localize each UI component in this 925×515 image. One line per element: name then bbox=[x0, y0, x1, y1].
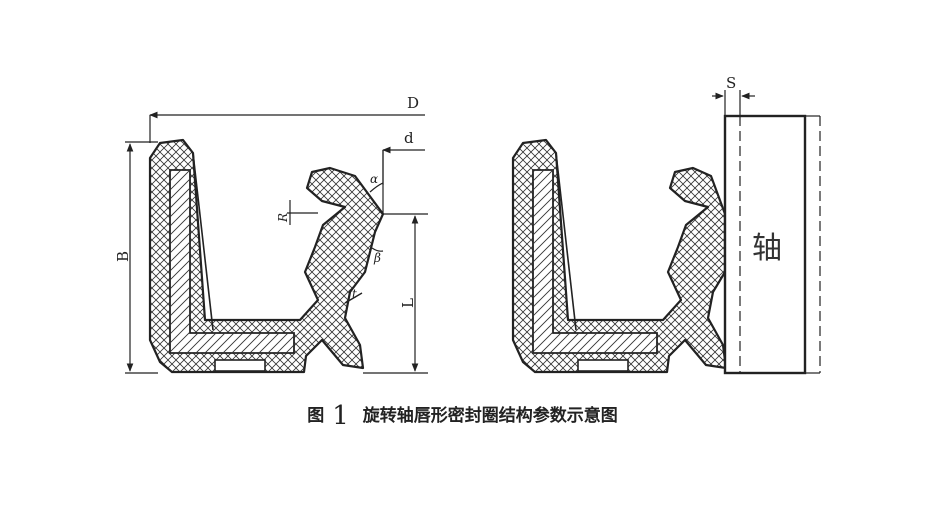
label-alpha: α bbox=[370, 172, 378, 186]
label-B: B bbox=[114, 251, 132, 262]
label-L: L bbox=[399, 298, 417, 308]
left-dimensions bbox=[125, 111, 428, 374]
label-d: d bbox=[404, 129, 414, 147]
caption-number: 1 bbox=[332, 401, 349, 431]
s-dimension bbox=[712, 90, 755, 116]
label-R: R bbox=[276, 213, 290, 223]
right-seal bbox=[511, 138, 728, 374]
label-D: D bbox=[407, 94, 419, 112]
caption-title: 旋转轴唇形密封圈结构参数示意图 bbox=[362, 406, 618, 426]
caption-prefix: 图 bbox=[307, 406, 325, 426]
shaft-label: 轴 bbox=[752, 231, 782, 266]
label-beta: β bbox=[373, 251, 381, 265]
left-seal bbox=[148, 138, 385, 374]
shaft bbox=[723, 114, 821, 375]
label-t: t bbox=[352, 287, 357, 301]
label-S: S bbox=[726, 74, 736, 92]
